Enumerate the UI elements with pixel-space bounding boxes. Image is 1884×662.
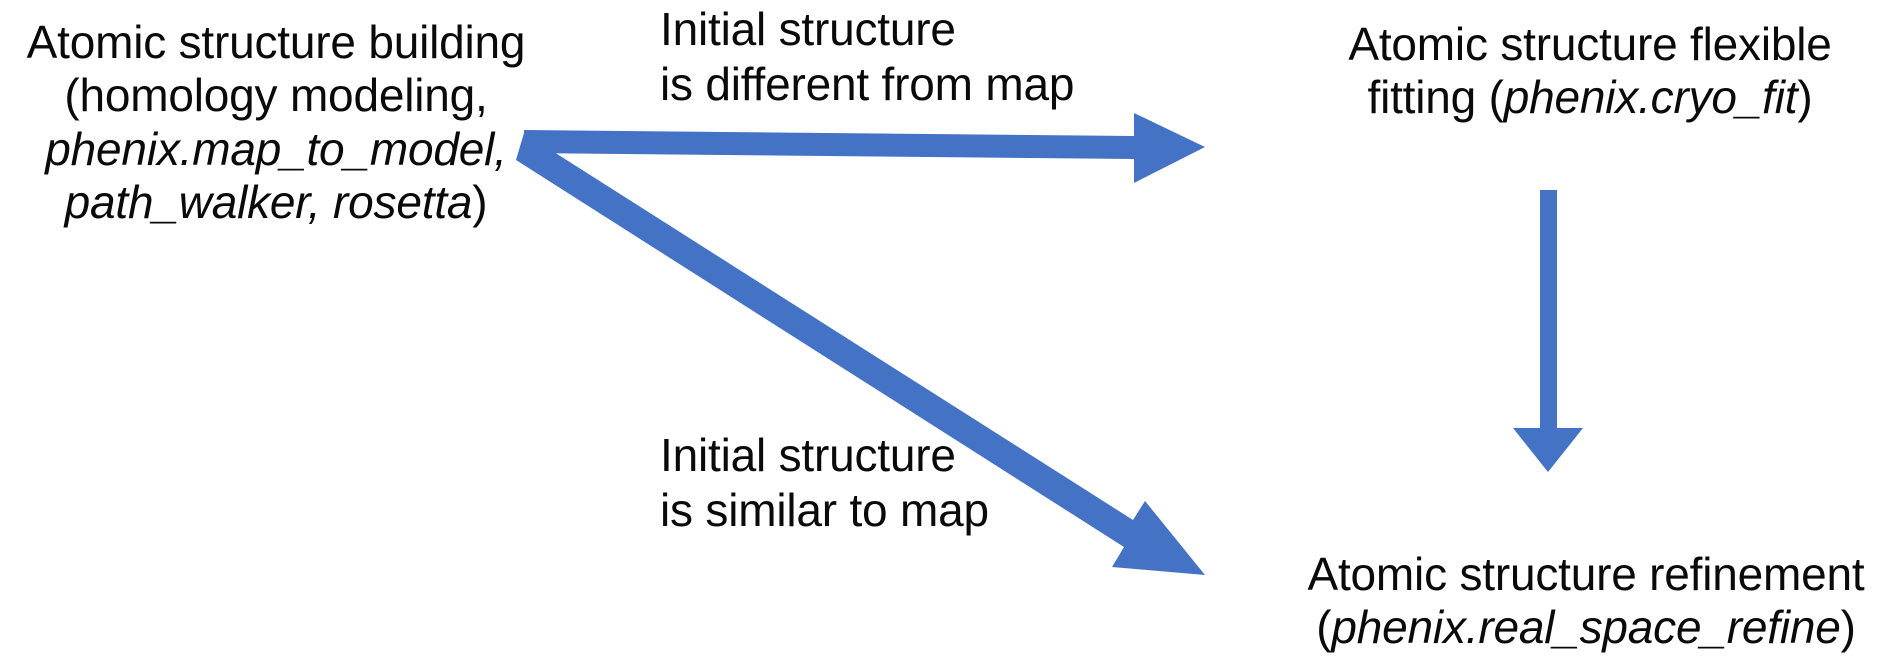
edge-label-different-line1: Initial structure <box>660 3 956 55</box>
node-flexfit-line2-italic: phenix.cryo_fit <box>1503 71 1798 124</box>
atomic-structure-building-node: Atomic structure building(homology model… <box>2 16 550 229</box>
arrow-flexible-fitting-to-refinement <box>1513 190 1583 472</box>
node-refine-line2-tail: ) <box>1840 601 1856 654</box>
node-building-line1: Atomic structure building <box>26 16 526 68</box>
node-refine-line2-italic: phenix.real_space_refine <box>1331 601 1841 654</box>
arrow-building-to-flexible-fitting <box>524 113 1205 183</box>
atomic-structure-refinement-node: Atomic structure refinement(phenix.real_… <box>1288 548 1884 655</box>
node-building-line4: path_walker, rosetta <box>64 176 473 229</box>
arrow-shape-horizontal <box>524 113 1205 183</box>
arrow-shape-vertical <box>1513 190 1583 472</box>
node-building-line2: (homology modeling, <box>64 69 488 122</box>
node-building-line4-tail: ) <box>472 176 488 229</box>
node-refine-line1: Atomic structure refinement <box>1307 548 1865 600</box>
edge-label-different-line2: is different from map <box>660 58 1075 111</box>
node-flexfit-line2-head: fitting ( <box>1367 71 1504 124</box>
node-flexfit-line1: Atomic structure flexible <box>1348 18 1832 70</box>
edge-label-similar-line1: Initial structure <box>660 429 956 481</box>
node-building-line3: phenix.map_to_model, <box>45 122 507 175</box>
node-flexfit-line2-tail: ) <box>1797 71 1813 124</box>
node-refine-line2-head: ( <box>1316 601 1332 654</box>
edge-label-similar-line2: is similar to map <box>660 484 989 537</box>
